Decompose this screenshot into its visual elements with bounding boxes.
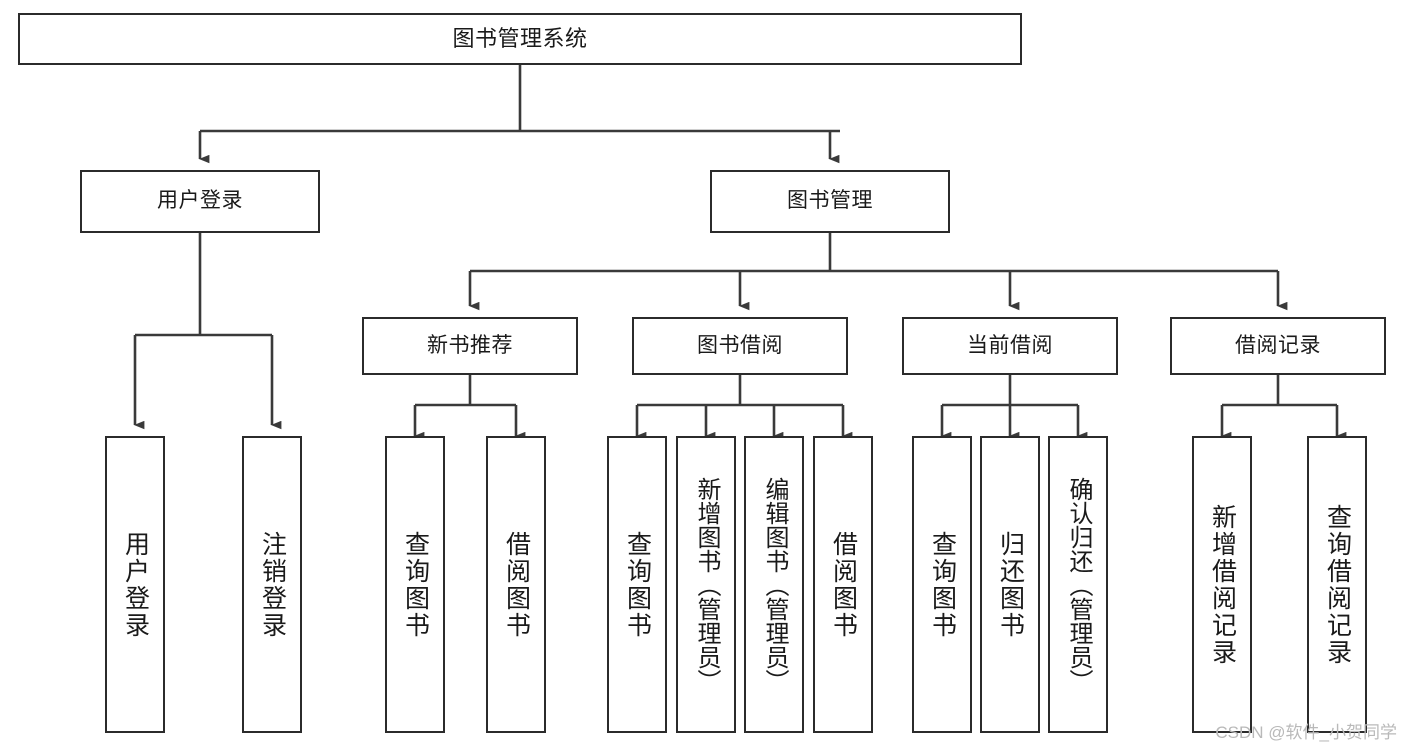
node-current-borrow-label: 当前借阅 xyxy=(967,333,1053,357)
node-leaf-add-record[interactable]: 新增借阅记录 xyxy=(1192,436,1252,733)
node-book-borrow-label: 图书借阅 xyxy=(697,333,783,357)
node-user-login[interactable]: 用户登录 xyxy=(80,170,320,233)
node-root-label: 图书管理系统 xyxy=(452,26,588,52)
node-leaf-add-book[interactable]: 新增图书（管理员） xyxy=(676,436,736,733)
node-leaf-borrow-book-a[interactable]: 借阅图书 xyxy=(486,436,546,733)
node-leaf-add-record-label: 新增借阅记录 xyxy=(1208,503,1237,666)
node-leaf-return-book-label: 归还图书 xyxy=(996,530,1025,639)
node-leaf-query-book-b-label: 查询图书 xyxy=(623,530,652,639)
node-borrow-record[interactable]: 借阅记录 xyxy=(1170,317,1386,375)
node-book-manage[interactable]: 图书管理 xyxy=(710,170,950,233)
node-borrow-record-label: 借阅记录 xyxy=(1235,333,1321,357)
node-leaf-confirm-return-label: 确认归还（管理员） xyxy=(1065,476,1092,693)
node-leaf-user-login-label: 用户登录 xyxy=(121,530,150,639)
node-leaf-confirm-return[interactable]: 确认归还（管理员） xyxy=(1048,436,1108,733)
node-leaf-borrow-book-a-label: 借阅图书 xyxy=(502,530,531,639)
node-new-book-rec-label: 新书推荐 xyxy=(427,333,513,357)
node-leaf-query-book-a[interactable]: 查询图书 xyxy=(385,436,445,733)
node-leaf-query-book-b[interactable]: 查询图书 xyxy=(607,436,667,733)
watermark: CSDN @软件_小贺同学 xyxy=(1215,723,1397,742)
node-leaf-query-book-a-label: 查询图书 xyxy=(401,530,430,639)
node-leaf-query-record-label: 查询借阅记录 xyxy=(1323,503,1352,666)
node-book-borrow[interactable]: 图书借阅 xyxy=(632,317,848,375)
node-leaf-user-logout[interactable]: 注销登录 xyxy=(242,436,302,733)
node-current-borrow[interactable]: 当前借阅 xyxy=(902,317,1118,375)
node-root[interactable]: 图书管理系统 xyxy=(18,13,1022,65)
node-leaf-query-book-c[interactable]: 查询图书 xyxy=(912,436,972,733)
node-leaf-borrow-book-b-label: 借阅图书 xyxy=(829,530,858,639)
node-leaf-user-logout-label: 注销登录 xyxy=(258,530,287,639)
node-leaf-edit-book[interactable]: 编辑图书（管理员） xyxy=(744,436,804,733)
node-user-login-label: 用户登录 xyxy=(157,189,243,213)
node-leaf-query-record[interactable]: 查询借阅记录 xyxy=(1307,436,1367,733)
node-leaf-borrow-book-b[interactable]: 借阅图书 xyxy=(813,436,873,733)
node-new-book-rec[interactable]: 新书推荐 xyxy=(362,317,578,375)
node-leaf-query-book-c-label: 查询图书 xyxy=(928,530,957,639)
node-leaf-add-book-label: 新增图书（管理员） xyxy=(693,476,720,693)
node-leaf-user-login[interactable]: 用户登录 xyxy=(105,436,165,733)
node-leaf-return-book[interactable]: 归还图书 xyxy=(980,436,1040,733)
node-leaf-edit-book-label: 编辑图书（管理员） xyxy=(761,476,788,693)
node-book-manage-label: 图书管理 xyxy=(787,189,873,213)
